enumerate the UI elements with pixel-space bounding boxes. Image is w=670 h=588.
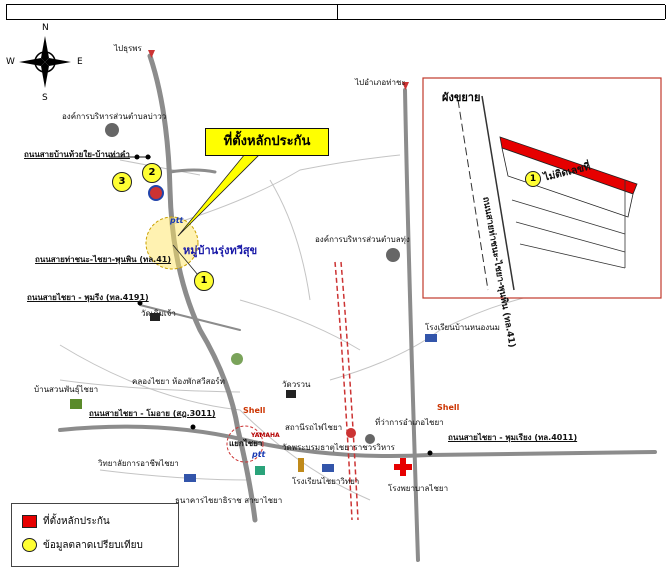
bank-building-icon bbox=[255, 466, 265, 475]
shell-station-icon-2: Shell bbox=[437, 403, 460, 412]
label-district-office: ที่ว่าการอำเภอไชยา bbox=[375, 418, 444, 427]
temple-icon-2 bbox=[286, 390, 296, 398]
map-legend: ที่ตั้งหลักประกัน ข้อมูลตลาดเปรียบเทียบ bbox=[11, 503, 179, 567]
label-garden-village: บ้านสวนพันธุ์ไชยา bbox=[34, 385, 99, 394]
label-road-4011: ถนนสายไชยา - พุมเรียง (ทล.4011) bbox=[448, 433, 578, 442]
label-hospital: โรงพยาบาลไชยา bbox=[388, 484, 449, 493]
label-road-3011: ถนนสายไชยา - โมอาย (สฎ.3011) bbox=[89, 409, 216, 418]
collateral-area bbox=[145, 216, 199, 270]
callout-pointer bbox=[177, 153, 261, 237]
label-chaiya-school: โรงเรียนไชยาวิทยา bbox=[292, 477, 360, 486]
road-highway-41 bbox=[147, 53, 258, 523]
marker-collateral: 1 bbox=[194, 271, 214, 291]
school-icon-2 bbox=[322, 464, 334, 472]
compass-north: N bbox=[42, 23, 49, 33]
village-house-icon bbox=[70, 399, 82, 409]
inset-marker: 1 bbox=[525, 171, 541, 187]
ptt-station-icon: ptt bbox=[170, 216, 184, 225]
label-school-nong-nom: โรงเรียนบ้านหนองนม bbox=[425, 323, 500, 332]
road-branch-2 bbox=[139, 304, 241, 331]
label-to-tha-chana: ไปอำเภอท่าชะ bbox=[355, 78, 406, 87]
marker-comparable-2: 2 bbox=[142, 163, 162, 183]
road-east-west bbox=[58, 424, 657, 458]
legend-collateral: ที่ตั้งหลักประกัน bbox=[22, 514, 110, 529]
station-icon bbox=[346, 428, 356, 438]
hospital-icon bbox=[394, 458, 412, 476]
label-sao-office: องค์การบริหารส่วนตำบลบ่าวว bbox=[62, 112, 167, 121]
compass-icon bbox=[19, 36, 71, 88]
legend-red-square-icon bbox=[22, 514, 37, 528]
label-to-northern-town: ไปธุรพร bbox=[114, 44, 142, 53]
legend-yellow-circle-icon bbox=[22, 538, 37, 552]
village-label: หมู่บ้านรุ่งทวีสุข bbox=[183, 244, 258, 257]
road-huai-yai bbox=[168, 168, 217, 174]
road-north-east bbox=[403, 88, 420, 562]
government-seal-icon bbox=[105, 123, 119, 137]
chaiya-junction-area bbox=[226, 425, 264, 463]
label-bank-branch: ธนาคารไชยาธิราช สาขาไชยา bbox=[175, 496, 283, 505]
label-wat-phra-borommathat: วัดพระบรมธาตุไชยาราชวรวิหาร bbox=[282, 443, 395, 452]
collateral-callout: ที่ตั้งหลักประกัน bbox=[205, 128, 329, 156]
inset-drawing bbox=[457, 95, 638, 291]
resort-icon bbox=[231, 353, 243, 365]
header-edge bbox=[665, 5, 666, 19]
stupa-icon bbox=[298, 458, 304, 472]
inset-title: ผังขยาย bbox=[442, 91, 481, 104]
shell-station-icon: Shell bbox=[243, 406, 266, 415]
header-frame bbox=[6, 4, 666, 20]
college-icon bbox=[184, 474, 196, 482]
label-sao-thung: องค์การบริหารส่วนตำบลทุ่ง bbox=[315, 235, 410, 244]
district-office-icon bbox=[365, 434, 375, 444]
road-pins bbox=[134, 50, 433, 456]
label-train-station: สถานีรถไฟไชยา bbox=[285, 423, 343, 432]
label-road-4191: ถนนสายไชยา - พุมรีง (ทล.4191) bbox=[27, 293, 149, 302]
main-roads bbox=[58, 53, 657, 562]
header-divider bbox=[337, 5, 338, 19]
label-wat-wanaram: วัดวรวน bbox=[282, 380, 311, 389]
compass-east: E bbox=[77, 57, 83, 67]
bank-logo-icon bbox=[148, 185, 164, 201]
railway bbox=[334, 261, 359, 521]
government-seal-icon-2 bbox=[386, 248, 400, 262]
marker-comparable-3: 3 bbox=[112, 172, 132, 192]
legend-comparables: ข้อมูลตลาดเปรียบเทียบ bbox=[22, 538, 143, 553]
label-resort: คลองไชยา ห้องพักสวีสอร์ท bbox=[132, 377, 225, 386]
label-road-huai-yai: ถนนสายบ้านท้วยใย-บ้านท่าคำ bbox=[24, 150, 130, 159]
label-road-41: ถนนสายท่าชนะ-ไชยา-พุนพิน (ทล.41) bbox=[35, 255, 172, 264]
ptt-station-icon-2: ptt bbox=[252, 450, 266, 459]
compass-south: S bbox=[42, 93, 48, 103]
label-vocational-college: วิทยาลัยการอาชีพไชยา bbox=[98, 459, 179, 468]
yamaha-shop-icon: YAMAHA bbox=[251, 432, 280, 439]
school-icon bbox=[425, 334, 437, 342]
label-chaiya-junction: แยกไชยา bbox=[229, 439, 263, 448]
compass-west: W bbox=[6, 57, 15, 67]
temple-icon bbox=[150, 313, 160, 321]
